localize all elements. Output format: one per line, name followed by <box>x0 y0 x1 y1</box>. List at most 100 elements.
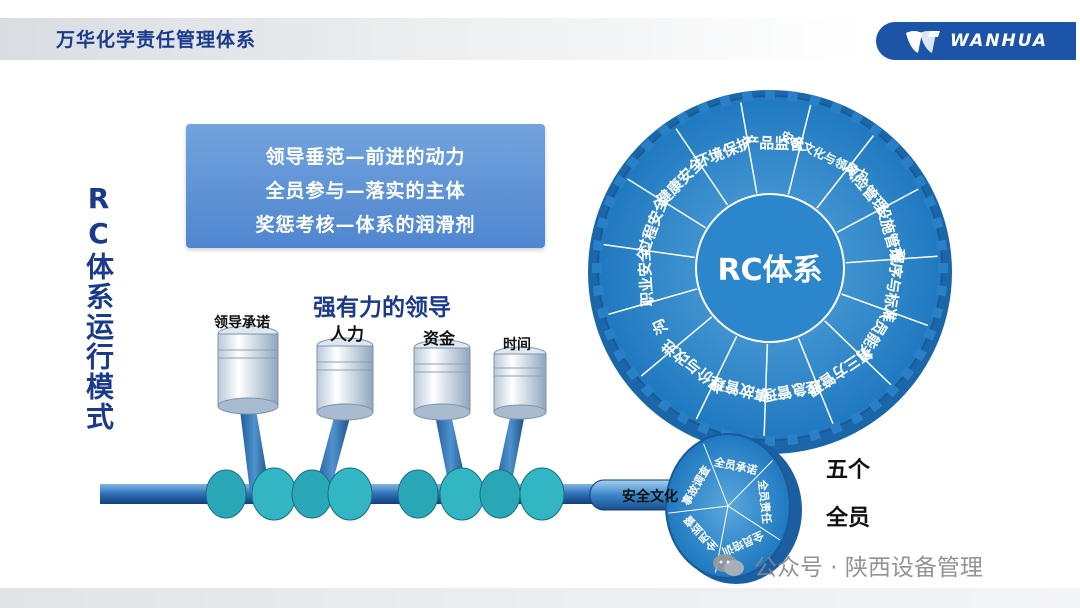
gear-spoke <box>841 293 929 327</box>
gear-tooth <box>885 138 900 153</box>
gear-spoke <box>740 102 758 194</box>
gear-tooth <box>786 90 799 103</box>
gear-spoke <box>845 255 938 264</box>
five-label-line2: 全员 <box>826 506 871 531</box>
gear-tooth <box>592 284 605 297</box>
piston-label-1: 领导承诺 <box>214 315 270 331</box>
gear-tooth <box>923 195 937 209</box>
gear-spoke <box>797 338 834 425</box>
gear-tooth <box>719 94 732 108</box>
gear-spoke <box>675 128 729 206</box>
gear-tooth <box>640 383 655 398</box>
piston-1 <box>217 325 279 415</box>
gear-tooth <box>657 398 672 413</box>
piston-label-4: 时间 <box>503 337 531 353</box>
gear-tooth <box>930 306 944 319</box>
gear-tooth <box>592 239 605 252</box>
bottom-bar <box>0 588 1080 608</box>
gear-tooth <box>868 123 883 138</box>
leadership-label: 强有力的领导 <box>313 295 451 321</box>
piston-2 <box>316 337 374 421</box>
page-title: 万华化学责任管理体系 <box>56 29 257 51</box>
gear-spoke <box>836 188 919 233</box>
piston-label-3: 资金 <box>423 329 456 348</box>
gear-tooth <box>912 174 927 189</box>
gear-tooth <box>625 155 640 170</box>
gear-tooth <box>765 90 775 100</box>
gear-tooth <box>912 347 927 362</box>
gear-tooth <box>829 101 843 115</box>
gear-tooth <box>935 239 948 252</box>
gear-tooth <box>640 138 655 153</box>
gear-spoke <box>787 104 812 195</box>
small-gear-spoke <box>703 443 729 507</box>
wechat-icon <box>713 554 744 576</box>
big-gear: 产品监管安全文化与领导力风险管理设施管理程序与标准人员能力第三方管理应急管理事故… <box>588 90 952 454</box>
gear-tooth <box>697 421 711 435</box>
info-line-1: 领导垂范—前进的动力 <box>265 146 466 168</box>
gear-tooth <box>868 398 883 413</box>
gear-tooth <box>849 111 864 126</box>
gear-tooth <box>676 410 691 425</box>
gear-tooth <box>935 284 948 297</box>
gear-tooth <box>808 94 821 108</box>
gear-tooth <box>938 263 948 273</box>
gear-tooth <box>603 195 617 209</box>
gear-tooth <box>885 383 900 398</box>
gear-tooth <box>697 101 711 115</box>
gear-tooth <box>596 217 610 230</box>
wanhua-logo: WANHUA <box>876 22 1076 60</box>
gear-spoke <box>627 178 706 229</box>
gear-tooth <box>613 347 628 362</box>
small-gear-spoke <box>727 460 773 507</box>
vertical-title: RC体系运行模式 <box>82 182 115 432</box>
gear-spoke <box>763 343 769 436</box>
pistons <box>217 325 547 421</box>
big-gear-segment-label: 沟 <box>649 316 672 338</box>
gear-tooth <box>900 155 915 170</box>
gear-tooth <box>808 428 821 442</box>
gear-spoke <box>608 288 698 316</box>
crank-webs <box>205 467 565 521</box>
gear-tooth <box>923 327 937 341</box>
gear-tooth <box>786 433 799 446</box>
gear-tooth <box>603 327 617 341</box>
gear-spoke <box>640 316 713 377</box>
shaft-label: 安全文化 <box>622 488 678 505</box>
small-gear-spoke <box>668 505 729 514</box>
gear-spoke <box>816 135 875 209</box>
gear-tooth <box>625 366 640 381</box>
gear-tooth <box>592 263 602 273</box>
gear-tooth <box>613 174 628 189</box>
five-label-line1: 五个 <box>826 458 871 483</box>
gear-tooth <box>930 217 944 230</box>
big-gear-segment-label: 产品监管 <box>744 134 805 154</box>
piston-3 <box>413 339 471 421</box>
gear-tooth <box>741 90 754 103</box>
big-gear-center-label: RC体系 <box>717 253 822 288</box>
info-line-2: 全员参与—落实的主体 <box>265 180 466 202</box>
watermark: 公众号 · 陕西设备管理 <box>712 548 983 582</box>
gear-tooth <box>657 123 672 138</box>
gear-spoke <box>824 320 892 386</box>
piston-4 <box>493 346 547 420</box>
small-gear-segment-label: 全员责任 <box>755 478 774 524</box>
gear-tooth <box>900 366 915 381</box>
small-gear-spoke <box>727 505 781 541</box>
gear-spoke <box>695 335 738 420</box>
big-gear-segment-label: 职业安全 <box>635 245 657 307</box>
gear-tooth <box>765 436 775 446</box>
gear-spoke <box>603 243 695 259</box>
info-box: 领导垂范—前进的动力 全员参与—落实的主体 奖惩考核—体系的润滑剂 <box>186 124 545 248</box>
gear-tooth <box>676 111 691 126</box>
piston-label-2: 人力 <box>330 325 364 345</box>
logo-text: WANHUA <box>950 31 1048 51</box>
watermark-text: 公众号 · 陕西设备管理 <box>754 555 983 581</box>
gear-tooth <box>829 421 843 435</box>
small-gear: 事故调查全员承诺全员责任全员培训全员监督 <box>665 433 802 584</box>
wanhua-logo-icon <box>906 31 941 53</box>
gear-tooth <box>849 410 864 425</box>
info-line-3: 奖惩考核—体系的润滑剂 <box>255 214 476 236</box>
gear-tooth <box>596 306 610 319</box>
